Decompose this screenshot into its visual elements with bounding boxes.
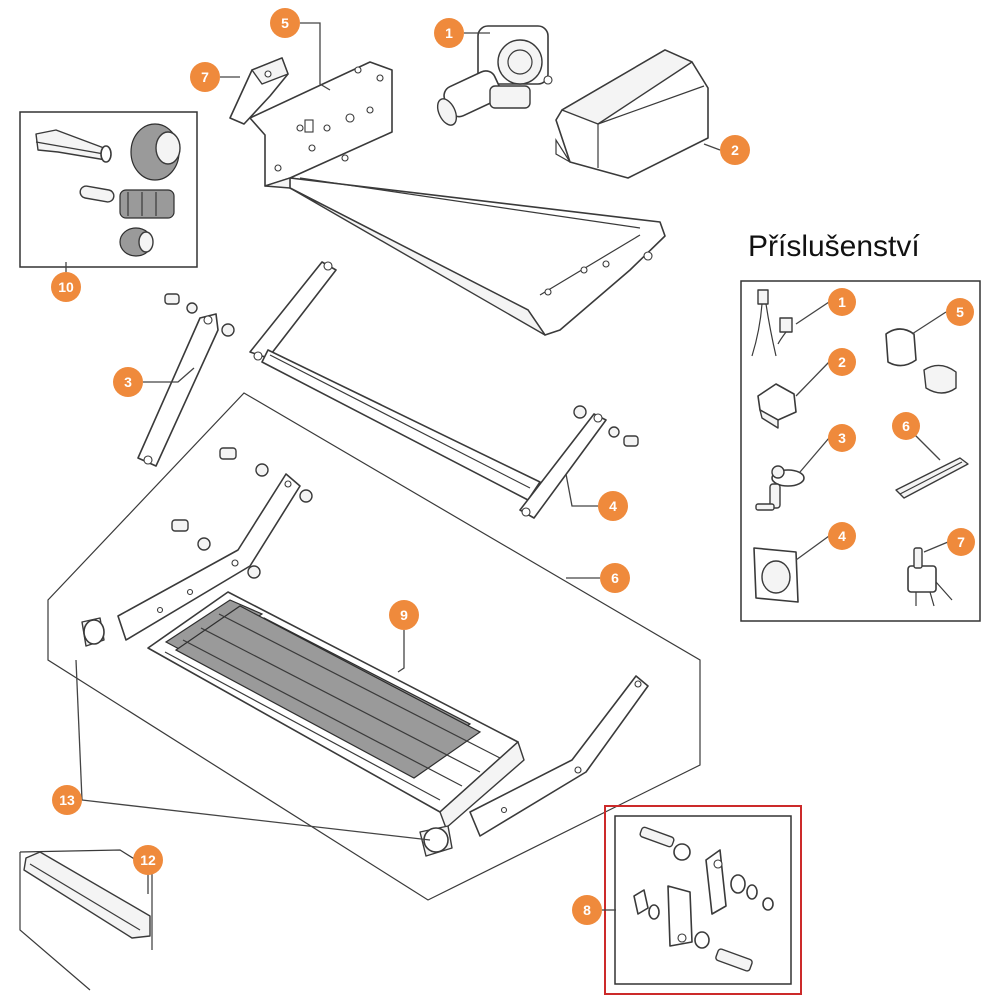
accessory-callout-6: 6 <box>892 412 920 440</box>
accessory-1-reed-switch[interactable] <box>751 289 793 357</box>
svg-text:12: 12 <box>140 852 156 868</box>
svg-text:2: 2 <box>731 142 739 158</box>
accessory-6-seal-profile[interactable] <box>895 457 969 499</box>
callout-12: 12 <box>133 845 163 875</box>
accessories-panel <box>740 280 981 622</box>
accessory-2-switch[interactable] <box>757 383 797 429</box>
end-cap-right[interactable] <box>419 825 453 857</box>
callout-13: 13 <box>52 785 82 815</box>
callout-3: 3 <box>113 367 143 397</box>
accessory-callout-4: 4 <box>828 522 856 550</box>
callout-5: 5 <box>270 8 300 38</box>
svg-text:4: 4 <box>609 498 617 514</box>
motor[interactable] <box>434 25 553 128</box>
main-frame[interactable] <box>249 61 666 336</box>
callout-9: 9 <box>389 600 419 630</box>
svg-text:7: 7 <box>201 69 209 85</box>
callout-6: 6 <box>600 563 630 593</box>
upper-link-frame[interactable] <box>249 261 541 501</box>
accessory-callout-3: 3 <box>828 424 856 452</box>
accessory-5-connectors[interactable] <box>885 328 957 394</box>
callout-10: 10 <box>51 272 81 302</box>
svg-text:5: 5 <box>956 304 964 320</box>
side-rail-right[interactable] <box>469 675 649 837</box>
gear-set[interactable] <box>19 111 198 268</box>
svg-text:7: 7 <box>957 534 965 550</box>
svg-text:5: 5 <box>281 15 289 31</box>
accessory-callout-5: 5 <box>946 298 974 326</box>
accessory-4-control-panel[interactable] <box>753 547 799 603</box>
svg-text:8: 8 <box>583 902 591 918</box>
svg-text:3: 3 <box>838 430 846 446</box>
arm-right[interactable] <box>519 405 639 519</box>
switch-bracket[interactable] <box>229 57 289 125</box>
callout-8: 8 <box>572 895 602 925</box>
arm-left[interactable] <box>137 293 235 467</box>
accessories-heading: Příslušenství <box>748 230 920 263</box>
svg-text:2: 2 <box>838 354 846 370</box>
hardware-kit-highlight[interactable] <box>604 805 802 995</box>
side-rail-left[interactable] <box>117 447 313 641</box>
svg-text:1: 1 <box>838 294 846 310</box>
svg-text:4: 4 <box>838 528 846 544</box>
accessory-callout-2: 2 <box>828 348 856 376</box>
accessory-7-microswitch[interactable] <box>907 547 953 607</box>
callout-2: 2 <box>720 135 750 165</box>
accessory-callout-1: 1 <box>828 288 856 316</box>
callout-1: 1 <box>434 18 464 48</box>
svg-text:1: 1 <box>445 25 453 41</box>
step-tread[interactable] <box>147 591 525 829</box>
svg-text:6: 6 <box>902 418 910 434</box>
accessory-callout-7: 7 <box>947 528 975 556</box>
seal-strip[interactable] <box>19 849 153 991</box>
svg-text:10: 10 <box>58 279 74 295</box>
callout-4: 4 <box>598 491 628 521</box>
step-outline <box>47 392 701 901</box>
svg-text:6: 6 <box>611 570 619 586</box>
motor-cover[interactable] <box>555 49 709 179</box>
end-cap-left[interactable] <box>81 617 105 647</box>
accessory-3-sensor[interactable] <box>755 465 805 511</box>
leader-lines <box>65 22 949 911</box>
svg-text:9: 9 <box>400 607 408 623</box>
callout-7: 7 <box>190 62 220 92</box>
svg-text:13: 13 <box>59 792 75 808</box>
svg-text:3: 3 <box>124 374 132 390</box>
